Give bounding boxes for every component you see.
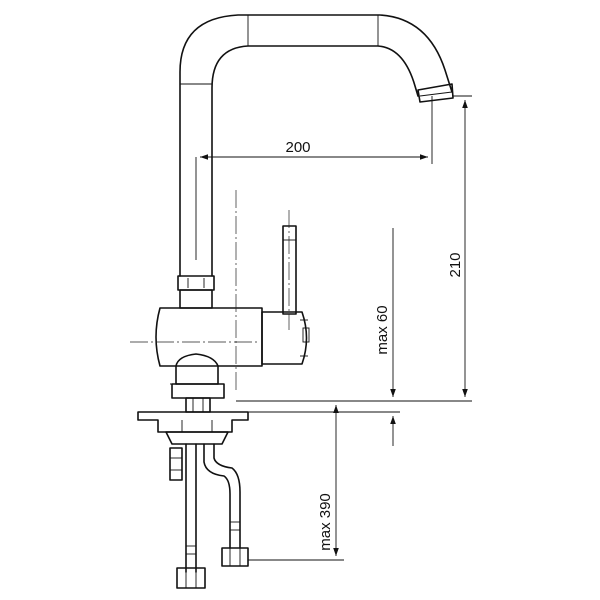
hose-fitting-left <box>176 567 206 589</box>
dimension-max-mount-thickness: max 60 <box>248 228 400 446</box>
hose-fitting-right <box>221 547 249 567</box>
dimension-spout-reach-label: 200 <box>285 139 310 156</box>
center-lines <box>130 190 290 392</box>
spout <box>179 14 454 277</box>
dimension-spout-height-label: 210 <box>447 252 464 277</box>
spout-collar <box>177 275 215 309</box>
dimension-spout-height: 210 <box>236 95 472 402</box>
dimension-max-hose-length: max 390 <box>248 405 344 561</box>
dimension-max-hose-length-label: max 390 <box>317 493 334 551</box>
mixer-body <box>155 307 310 385</box>
mounting-plate <box>137 411 249 445</box>
mounting-base <box>171 383 225 413</box>
supply-hoses <box>169 443 249 589</box>
aerator <box>417 83 454 103</box>
dimension-spout-reach: 200 <box>195 96 433 260</box>
lever-handle <box>282 225 297 315</box>
dimension-max-mount-thickness-label: max 60 <box>374 305 391 354</box>
